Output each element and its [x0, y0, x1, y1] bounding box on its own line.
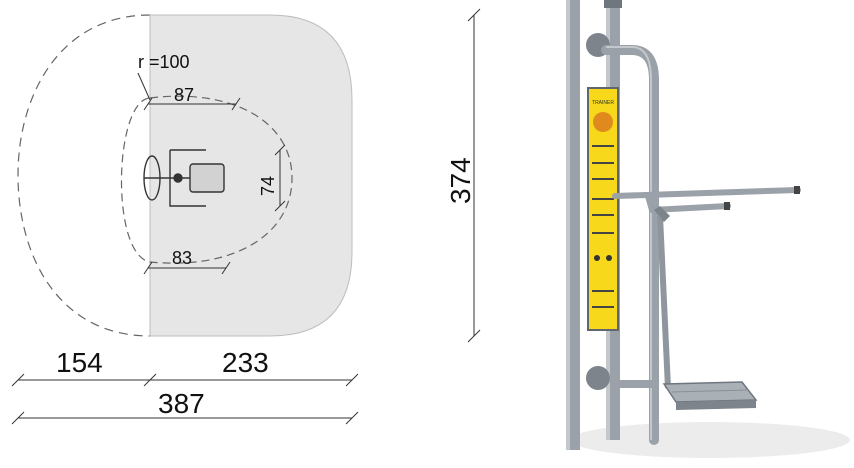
dimension-width-total — [11, 411, 359, 425]
sign-heading: TRAINER — [592, 100, 614, 106]
dimension-inner-bottom — [143, 261, 231, 275]
dimension-inner-bottom-label: 83 — [172, 248, 192, 268]
dimension-width-total-label: 387 — [158, 388, 205, 419]
plan-drawing: r =100 87 74 83 154 233 — [11, 8, 481, 425]
radius-label: r =100 — [138, 52, 190, 72]
dimension-inner-top — [143, 97, 241, 111]
dimension-inner-side — [274, 144, 286, 212]
curved-support-pipe — [601, 45, 659, 445]
dimension-inner-top-label: 87 — [174, 85, 194, 105]
dimension-width-left-label: 154 — [56, 347, 103, 378]
dimension-height-total — [467, 8, 481, 343]
safety-zone-dashed-outline — [17, 14, 151, 337]
equipment-top-view — [143, 149, 225, 207]
safety-zone-area — [149, 14, 353, 337]
equipment-render: TRAINER — [566, 0, 850, 458]
dimension-inner-side-label: 74 — [258, 176, 278, 196]
footplate-icon — [189, 163, 225, 193]
dimension-width-right-label: 233 — [222, 347, 269, 378]
movement-zone-dashed-circle — [120, 95, 293, 264]
dimension-width-parts — [11, 373, 359, 387]
handlebar — [612, 187, 801, 213]
swing-lever — [657, 215, 671, 389]
dimension-height-total-label: 374 — [445, 157, 476, 204]
